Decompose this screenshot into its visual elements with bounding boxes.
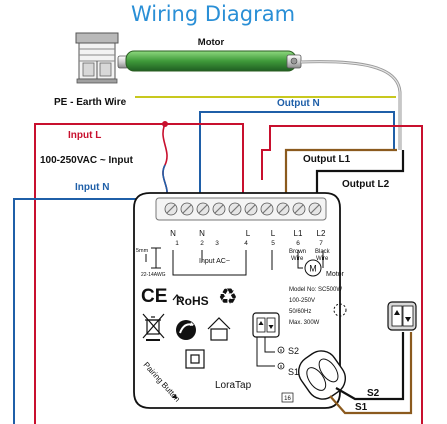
svg-text:8: 8 <box>280 364 283 369</box>
internal-switch-icon <box>252 312 280 338</box>
input-l-label: Input L <box>68 130 101 141</box>
output-n-wire <box>199 111 395 203</box>
terminal-2-num: 2 <box>200 240 204 247</box>
terminal-6-num: 6 <box>296 240 300 247</box>
terminal-block <box>155 197 327 221</box>
wire-strip-label: 5mm <box>136 248 149 254</box>
voltage-label: 100-250V <box>289 298 315 304</box>
badge-box <box>281 392 294 403</box>
output-l1-wire <box>284 148 397 203</box>
ext-s2-label: S2 <box>367 388 380 399</box>
s1-label: S1 <box>288 367 299 377</box>
rohs-mark: RoHS <box>172 294 209 308</box>
screw-slot <box>278 204 288 214</box>
s2-label: S2 <box>288 346 299 356</box>
frequency-label: 50/60Hz <box>289 309 311 315</box>
weee-bin-icon <box>142 313 165 341</box>
terminal-6-name: L1 <box>294 229 303 238</box>
input-n-label: Input N <box>75 182 109 193</box>
screw-slot <box>214 204 224 214</box>
screw-slot <box>182 204 192 214</box>
power-label: Max. 300W <box>289 320 320 326</box>
ext-s1-wire <box>329 332 413 415</box>
output-l2-label: Output L2 <box>342 179 390 190</box>
brown-wire-label-1: Brown <box>289 249 306 255</box>
svg-text:9: 9 <box>280 348 283 353</box>
internal-wiring <box>172 250 324 276</box>
terminal-5-name: L <box>271 229 276 238</box>
motor-symbol-icon: M <box>304 259 322 277</box>
screw-slot <box>246 204 256 214</box>
svg-text:M: M <box>309 264 317 274</box>
terminal-2-name: N <box>199 229 205 238</box>
screw-slot <box>294 204 304 214</box>
wire-junctions <box>162 121 168 202</box>
window-blind-icon <box>75 32 119 84</box>
device-motor-label: Motor <box>326 271 345 278</box>
terminal-1-num: 1 <box>175 240 179 247</box>
terminal-5-num: 5 <box>271 240 275 247</box>
indoor-use-icon <box>207 317 231 341</box>
terminal-1-name: N <box>170 229 176 238</box>
screw-slot <box>310 204 320 214</box>
s2-terminal-marker: 9 <box>277 346 285 354</box>
model-label: Model No: SC500W <box>289 287 342 293</box>
supply-label: 100-250VAC ~ Input <box>40 155 134 166</box>
terminal-4-num: 4 <box>244 240 248 247</box>
svg-text:RoHS: RoHS <box>176 294 209 308</box>
output-n-label: Output N <box>277 98 320 109</box>
black-wire-label-2: Wire <box>316 256 329 262</box>
awg-label: 22-14AWG <box>141 272 166 278</box>
ce-mark: CE <box>141 286 167 307</box>
switch-supply-wire <box>261 125 423 424</box>
ext-s2-wire <box>335 332 405 401</box>
switch-connector <box>298 350 346 400</box>
recycle-icon: ♻ <box>218 284 238 309</box>
input-ac-label: Input AC~ <box>199 258 230 265</box>
brown-wire-label-2: Wire <box>291 256 304 262</box>
pairing-arrow-icon <box>172 394 177 399</box>
brand-label: LoraTap <box>215 380 252 391</box>
output-l2-wire <box>315 150 405 203</box>
screw-slot <box>166 204 176 214</box>
diagram-title: Wiring Diagram <box>131 2 295 26</box>
screw-slot <box>198 204 208 214</box>
terminal-labels: N 1 N 2 3 L 4 L 5 L1 6 L2 7 <box>170 229 326 247</box>
badge-number: 16 <box>284 396 291 402</box>
tubular-motor-icon <box>117 50 302 72</box>
terminal-4-name: L <box>246 229 251 238</box>
compliance-circle-icon <box>176 320 196 340</box>
terminal-7-num: 7 <box>319 240 323 247</box>
terminal-3-num: 3 <box>215 240 219 247</box>
screw-slot <box>230 204 240 214</box>
screw-slot <box>262 204 272 214</box>
black-wire-label-1: Black <box>315 249 331 255</box>
led-indicator <box>333 303 347 317</box>
ext-s1-label: S1 <box>355 402 368 413</box>
terminal-7-name: L2 <box>317 229 326 238</box>
external-switch-icon <box>387 301 417 331</box>
pe-earth-wire-label: PE - Earth Wire <box>54 97 127 108</box>
motor-label: Motor <box>198 37 225 48</box>
input-l-wire <box>34 123 244 424</box>
wire-strip-gauge-icon <box>145 247 161 269</box>
double-insulation-icon <box>185 349 205 369</box>
output-l1-label: Output L1 <box>303 154 351 165</box>
s1-terminal-marker: 8 <box>277 362 285 370</box>
